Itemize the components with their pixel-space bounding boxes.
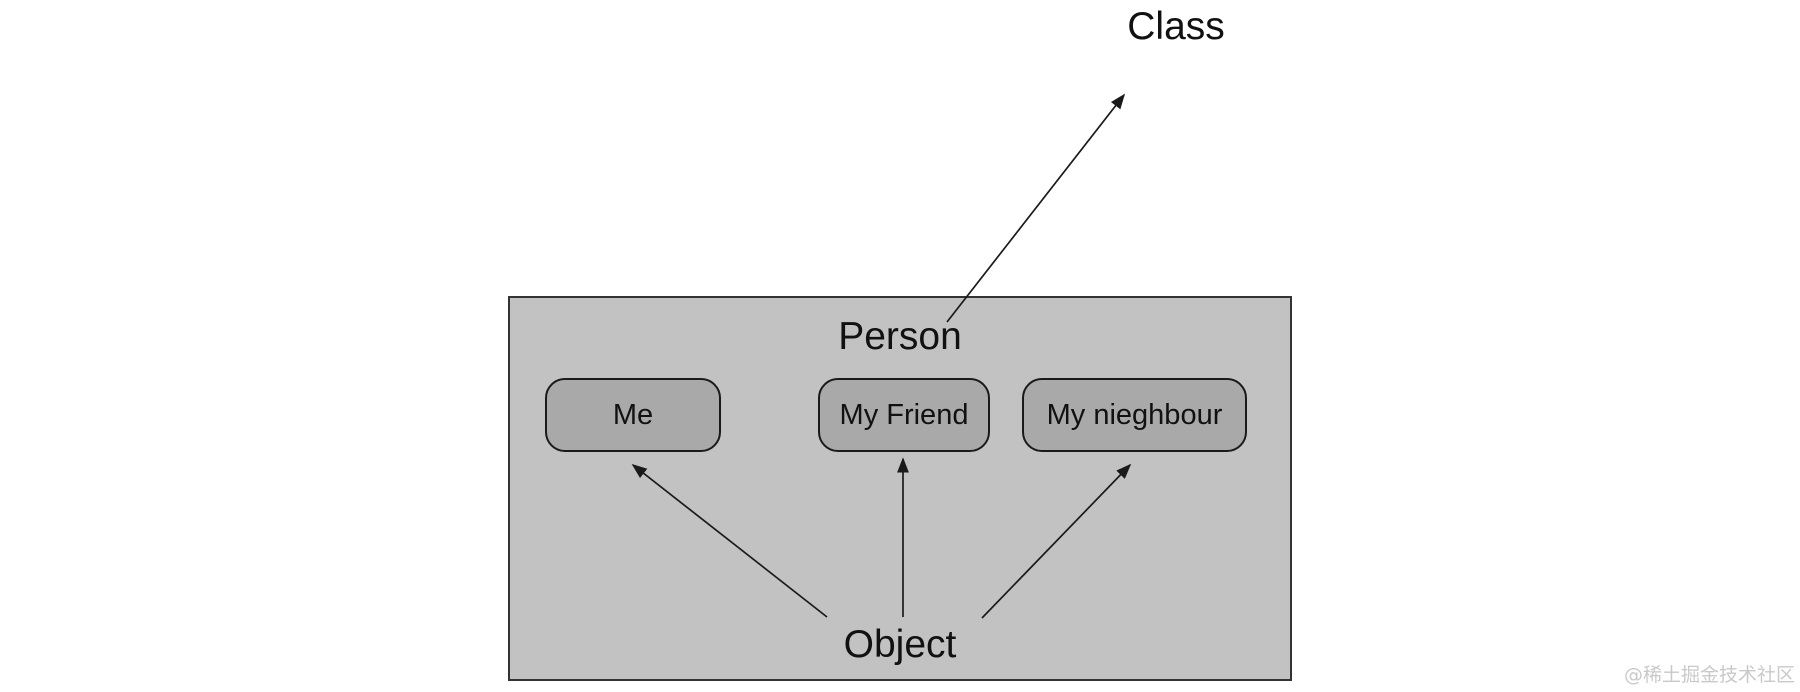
instance-label-my-nieghbour: My nieghbour	[1046, 398, 1223, 431]
instance-box-my-friend: My Friend	[818, 378, 990, 452]
object-label: Object	[843, 623, 957, 666]
instance-label-me: Me	[612, 398, 654, 431]
watermark-text: @稀土掘金技术社区	[1623, 664, 1795, 686]
instance-label-my-friend: My Friend	[839, 398, 969, 431]
instance-box-me: Me	[545, 378, 721, 452]
instance-box-my-nieghbour: My nieghbour	[1022, 378, 1247, 452]
person-label: Person	[838, 315, 962, 358]
person-to-class-arrow	[946, 93, 1126, 323]
class-label: Class	[1127, 5, 1225, 48]
